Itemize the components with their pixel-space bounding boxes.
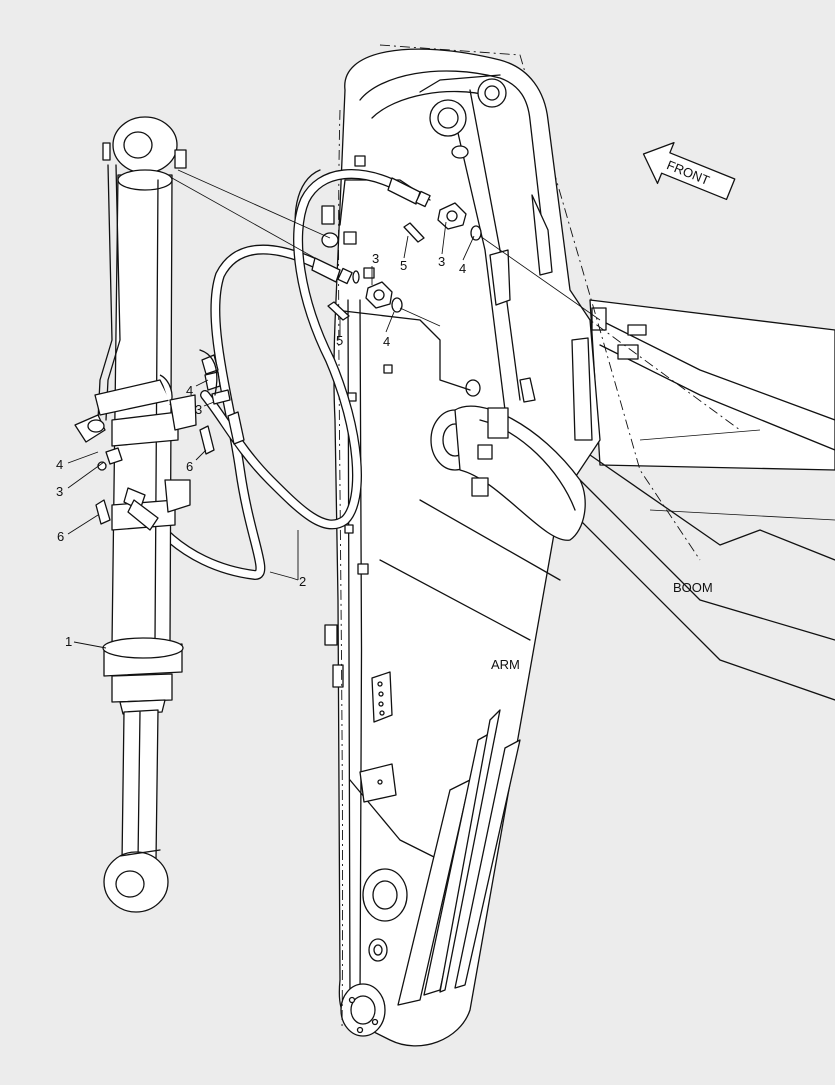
callout-2: 2 xyxy=(299,574,306,589)
arm-cylinder xyxy=(74,116,197,913)
cylinder-fittings xyxy=(95,349,245,525)
boom-label: BOOM xyxy=(673,580,713,595)
callout-4-top-right: 4 xyxy=(459,261,466,276)
flange-fittings xyxy=(327,202,482,321)
leader-lines xyxy=(67,221,475,649)
callout-4-left: 4 xyxy=(56,457,63,472)
callout-4-mid: 4 xyxy=(186,383,193,398)
arm-label: ARM xyxy=(491,657,520,672)
callout-3-mid: 3 xyxy=(195,402,202,417)
alignment-lines xyxy=(171,169,601,327)
arm-structure xyxy=(294,48,601,1047)
callout-1: 1 xyxy=(65,634,72,649)
callout-6-left: 6 xyxy=(57,529,64,544)
callout-5-mid: 5 xyxy=(336,333,343,348)
callout-4-top-left: 4 xyxy=(383,334,390,349)
callout-3-top-right: 3 xyxy=(438,254,445,269)
boom-structure xyxy=(329,44,835,701)
callout-3-top-left: 3 xyxy=(372,251,379,266)
front-direction-arrow: FRONT xyxy=(642,141,736,201)
callout-6-mid: 6 xyxy=(186,459,193,474)
callout-labels: 1 2 3 3 3 3 4 4 4 4 5 5 6 6 xyxy=(56,251,466,649)
hose-assembly xyxy=(140,169,431,581)
callout-5-top: 5 xyxy=(400,258,407,273)
callout-3-left: 3 xyxy=(56,484,63,499)
